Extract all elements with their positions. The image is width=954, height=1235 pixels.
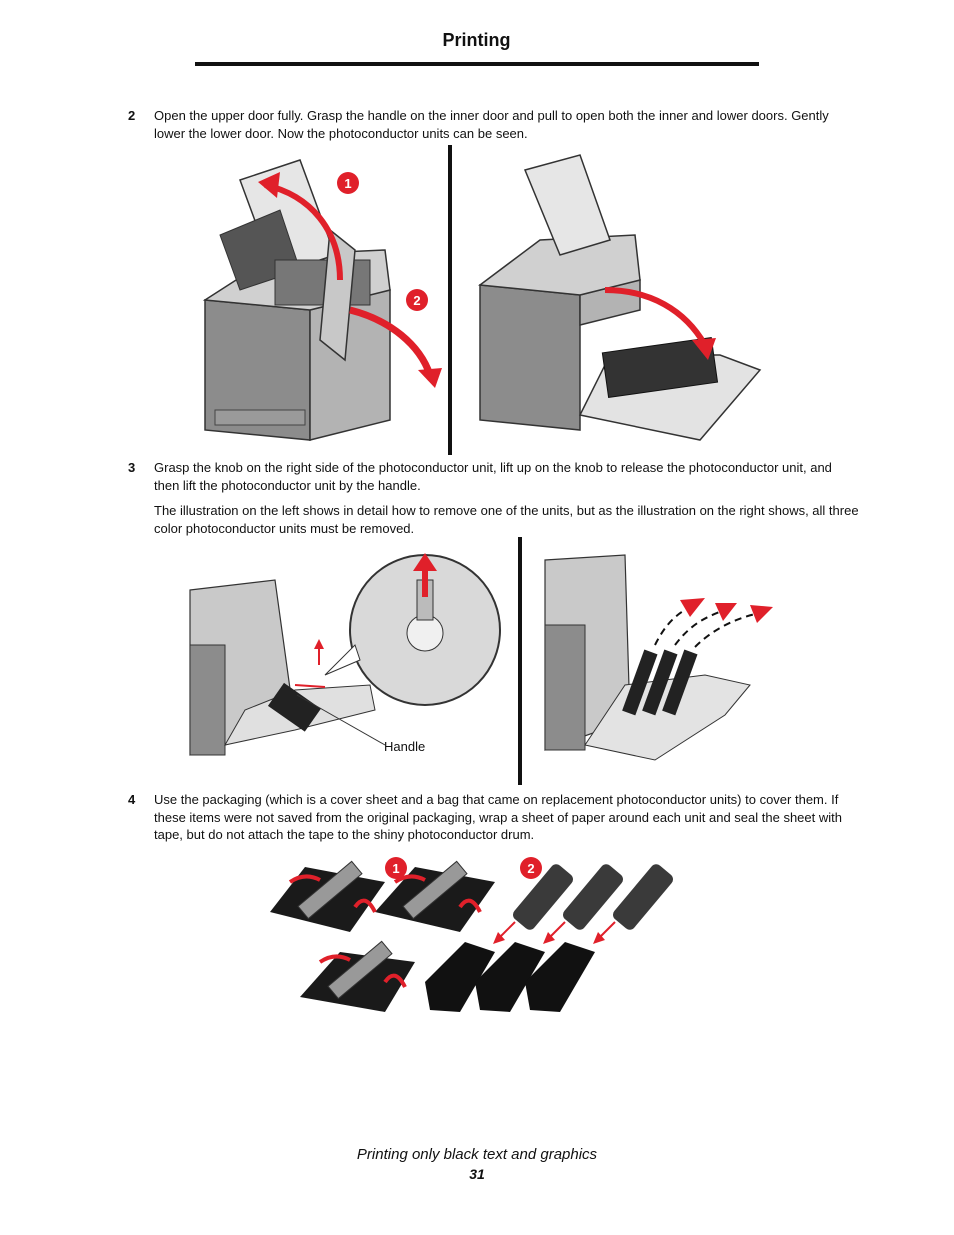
step-3-text-2: The illustration on the left shows in de…	[154, 503, 859, 536]
three-units-removal-illustration	[544, 554, 751, 761]
step-4-text: Use the packaging (which is a cover shee…	[154, 792, 842, 843]
header-rule	[195, 62, 759, 66]
figure-open-doors: 1 2	[202, 145, 762, 455]
figure-package-units: 1 2	[270, 857, 674, 1012]
fig3-callout-1: 1	[392, 861, 399, 876]
printer-doors-open-illustration	[202, 159, 391, 441]
step-3-text: Grasp the knob on the right side of the …	[154, 460, 832, 493]
step-4-number: 4	[128, 792, 136, 807]
handle-label: Handle	[384, 739, 426, 754]
step-2-number: 2	[128, 108, 136, 123]
fig3-callout-2: 2	[527, 861, 534, 876]
page-number: 31	[469, 1166, 485, 1182]
fig1-callout-2: 2	[413, 293, 420, 308]
step-2-text: Open the upper door fully. Grasp the han…	[154, 108, 829, 141]
page-title: Printing	[442, 30, 511, 50]
fig1-callout-1: 1	[344, 176, 351, 191]
bagged-units-illustration	[425, 864, 674, 1012]
step-3-number: 3	[128, 460, 136, 475]
figure-remove-photoconductor	[189, 537, 773, 785]
single-unit-removal-illustration	[189, 579, 376, 756]
cover-sheets-illustration	[270, 860, 495, 1012]
footer-section-title: Printing only black text and graphics	[356, 1146, 598, 1163]
printer-photoconductors-visible-illustration	[478, 154, 762, 441]
